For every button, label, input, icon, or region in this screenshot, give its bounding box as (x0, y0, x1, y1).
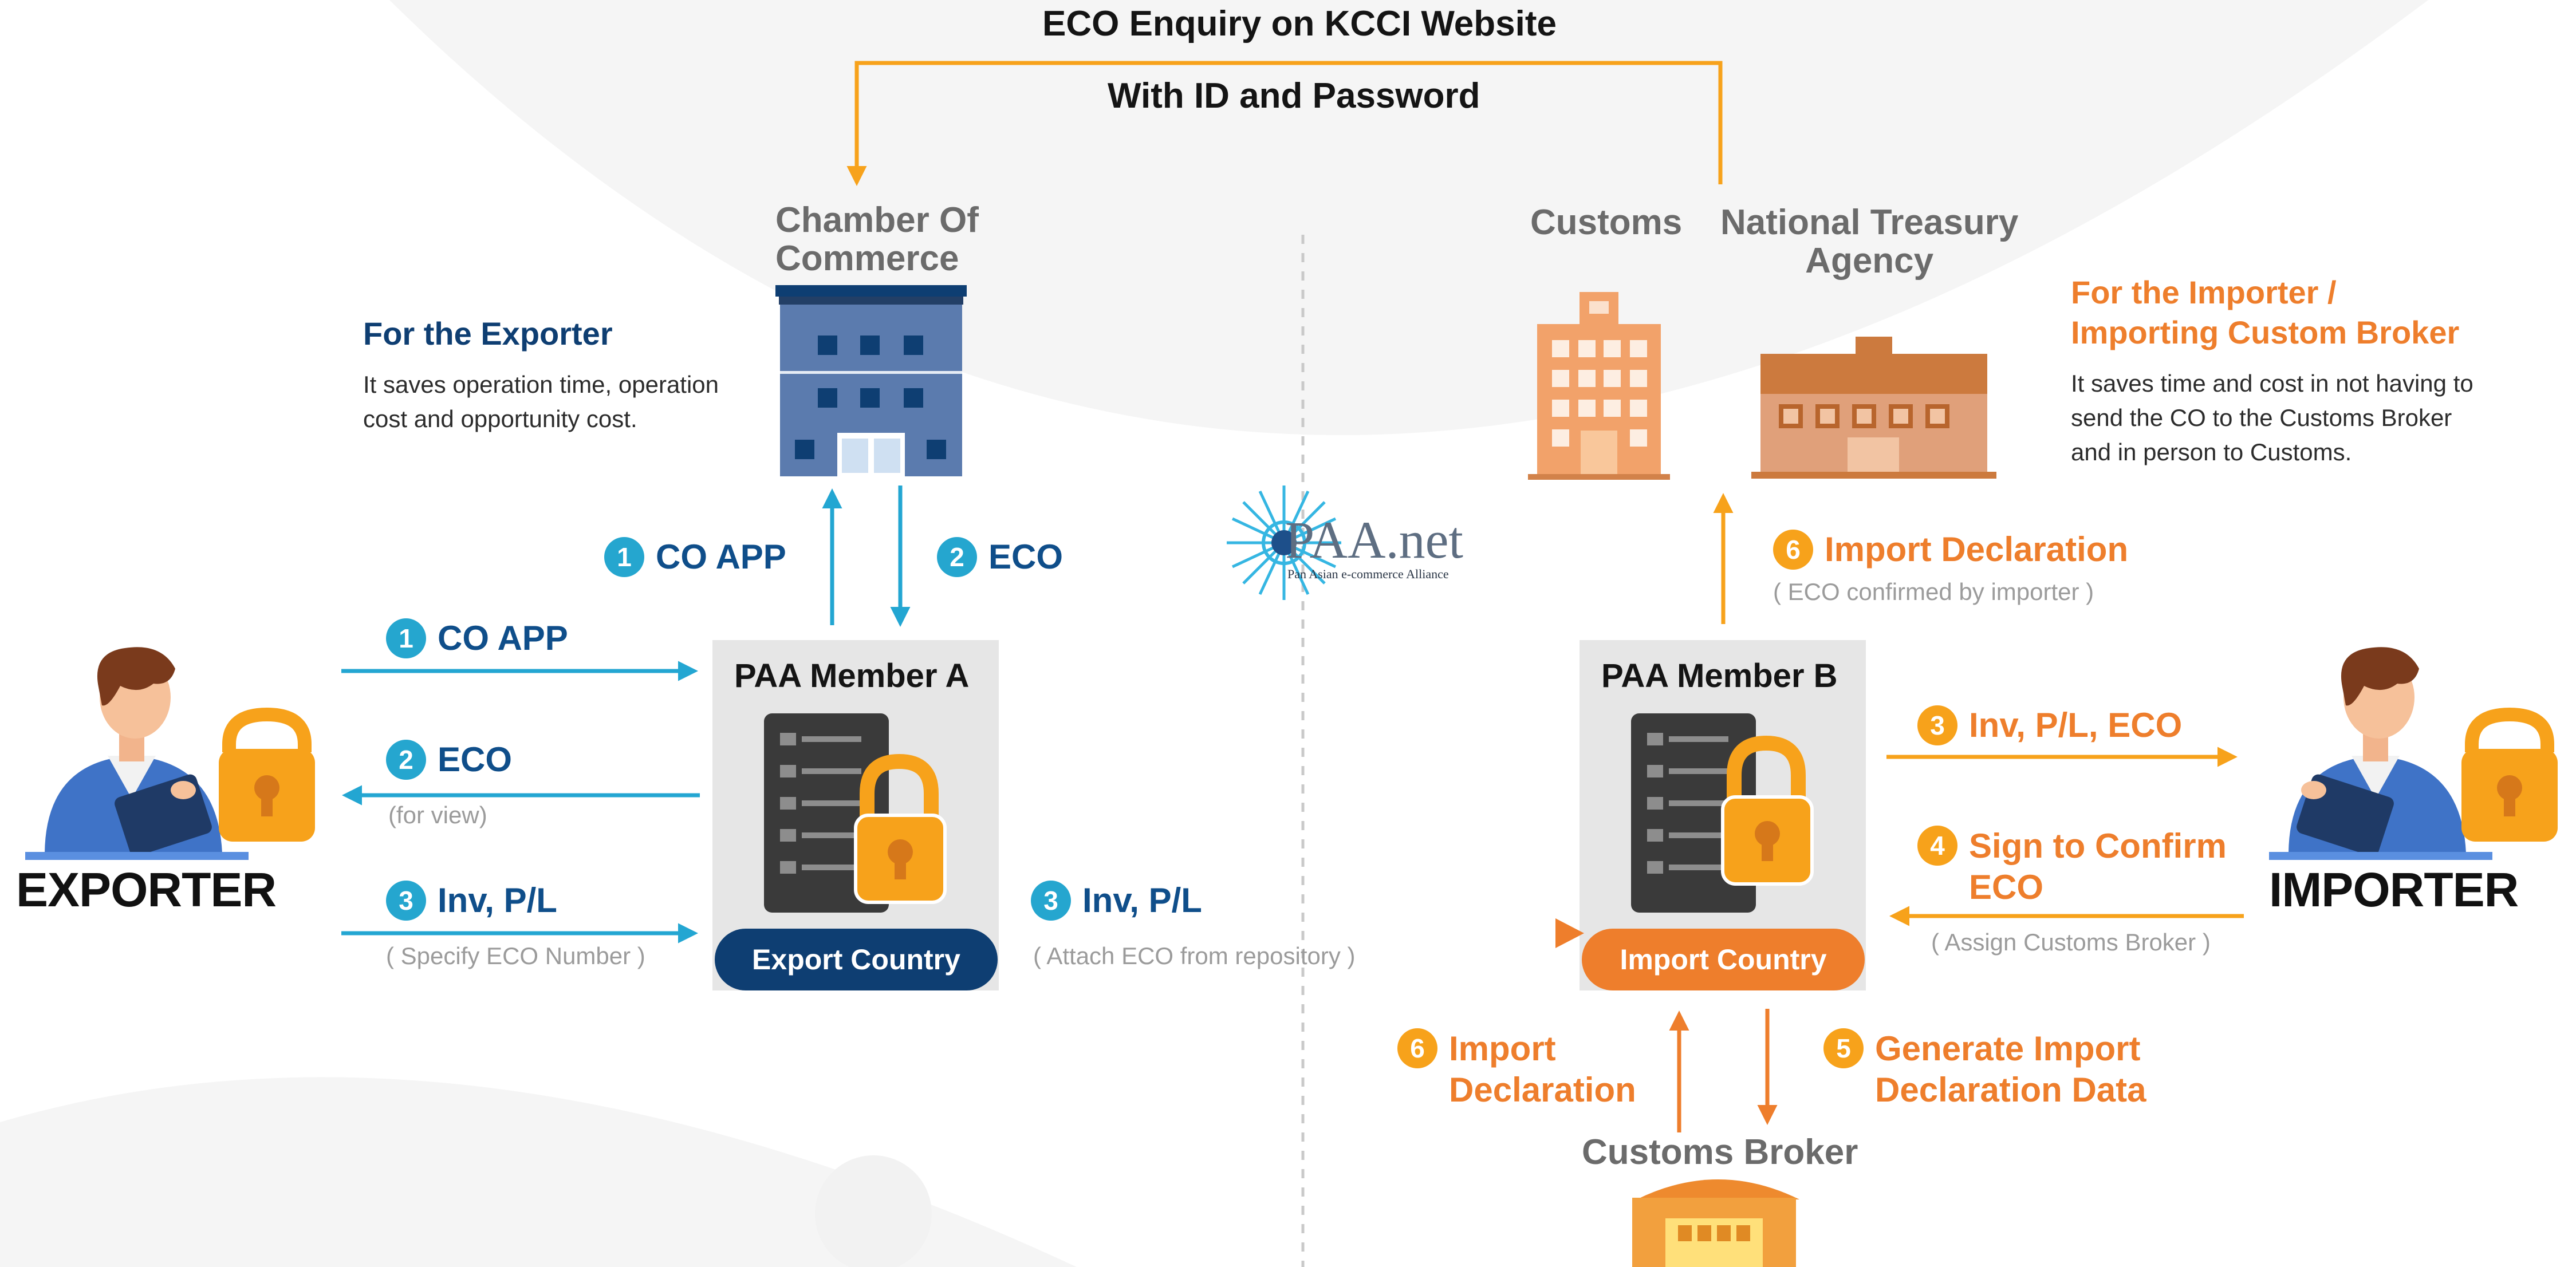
step-3-exporter-inv-note: ( Specify ECO Number ) (386, 942, 645, 969)
step-2-chamber-eco: 2 ECO (937, 537, 1063, 577)
step-number-badge: 3 (386, 881, 426, 921)
step-3-member-transfer: 3 Inv, P/L (1031, 881, 1202, 921)
step-text: Inv, P/L, ECO (1969, 706, 2183, 744)
step-text: Generate Import Declaration Data (1875, 1029, 2146, 1109)
exporter-note-title: For the Exporter (363, 315, 613, 352)
exporter-lock-icon (219, 707, 315, 842)
kcci-enquiry-title: ECO Enquiry on KCCI Website (1042, 4, 1557, 44)
step-number-badge: 1 (604, 537, 644, 577)
step-number-badge: 6 (1773, 530, 1813, 570)
step-5-broker-generate: 5 Generate Import Declaration Data (1823, 1028, 2146, 1111)
lock-a-icon (854, 753, 947, 904)
step-number-badge: 3 (1917, 705, 1957, 745)
paa-network-logo-icon (1227, 486, 1341, 600)
step-number-badge: 2 (386, 740, 426, 780)
exporter-person-icon (25, 647, 249, 860)
step-6-customs-import: 6 Import Declaration (1773, 530, 2128, 570)
paa-member-a-title: PAA Member A (734, 657, 970, 694)
step-3-importer-docs: 3 Inv, P/L, ECO (1917, 705, 2182, 745)
step-text: Import Declaration (1449, 1029, 1636, 1109)
customs-label: Customs (1530, 203, 1683, 242)
chamber-of-commerce-label: Chamber Of Commerce (775, 200, 979, 278)
importer-note-text: It saves time and cost in not having to … (2071, 370, 2473, 465)
step-text: CO APP (656, 538, 786, 576)
step-number-badge: 4 (1917, 826, 1957, 866)
step-text: Sign to Confirm ECO (1969, 827, 2227, 906)
step-number-badge: 3 (1031, 881, 1071, 921)
customs-broker-building-icon (1632, 1179, 1799, 1267)
national-treasury-building-icon (1751, 337, 1996, 479)
lock-b-icon (1721, 735, 1814, 886)
step-6-broker-import: 6 Import Declaration (1397, 1028, 1636, 1111)
exporter-label: EXPORTER (16, 863, 277, 917)
kcci-enquiry-subtitle: With ID and Password (1108, 76, 1480, 116)
broker-arrows (1669, 1009, 1778, 1132)
importer-label: IMPORTER (2269, 863, 2519, 917)
step-number-badge: 2 (937, 537, 977, 577)
step-number-badge: 1 (386, 618, 426, 658)
paa-net-tagline: Pan Asian e-commerce Alliance (1287, 567, 1449, 581)
step-4-importer-sign: 4 Sign to Confirm ECO (1917, 826, 2227, 908)
importer-person-icon (2269, 647, 2492, 860)
step-6-customs-import-note: ( ECO confirmed by importer ) (1773, 578, 2094, 605)
customs-broker-label: Customs Broker (1582, 1132, 1858, 1172)
step-number-badge: 6 (1397, 1028, 1437, 1068)
orange-arrows (1713, 493, 2244, 926)
step-3-member-transfer-note: ( Attach ECO from repository ) (1033, 942, 1356, 969)
step-2-exporter-eco-note: (for view) (388, 802, 487, 828)
national-treasury-label: National Treasury Agency (1720, 203, 2019, 281)
chamber-of-commerce-building-icon (775, 285, 967, 476)
kcci-enquiry-arrow (846, 61, 1723, 186)
step-text: ECO (438, 740, 513, 779)
step-text: CO APP (438, 619, 568, 657)
blue-arrows (341, 486, 911, 944)
step-text: Inv, P/L (438, 881, 557, 919)
export-country-badge: Export Country (715, 929, 998, 990)
step-2-exporter-eco: 2 ECO (386, 740, 512, 780)
arrow-member-b-head (1555, 918, 1584, 948)
step-4-importer-sign-note: ( Assign Customs Broker ) (1931, 929, 2211, 956)
paa-net-logo-text: PAA.net (1285, 511, 1463, 569)
step-number-badge: 5 (1823, 1028, 1864, 1068)
step-text: Inv, P/L (1082, 881, 1202, 919)
importer-note-title: For the Importer / Importing Custom Brok… (2071, 274, 2460, 350)
exporter-note-text: It saves operation time, operation cost … (363, 371, 719, 432)
step-1-chamber-co-app: 1 CO APP (604, 537, 786, 577)
step-3-exporter-inv: 3 Inv, P/L (386, 881, 557, 921)
importer-lock-icon (2461, 707, 2558, 842)
paa-member-b-title: PAA Member B (1601, 657, 1838, 694)
step-1-exporter-co-app: 1 CO APP (386, 618, 568, 658)
import-country-badge: Import Country (1582, 929, 1865, 990)
customs-building-icon (1528, 292, 1670, 480)
step-text: ECO (988, 538, 1064, 576)
step-text: Import Declaration (1825, 530, 2129, 569)
